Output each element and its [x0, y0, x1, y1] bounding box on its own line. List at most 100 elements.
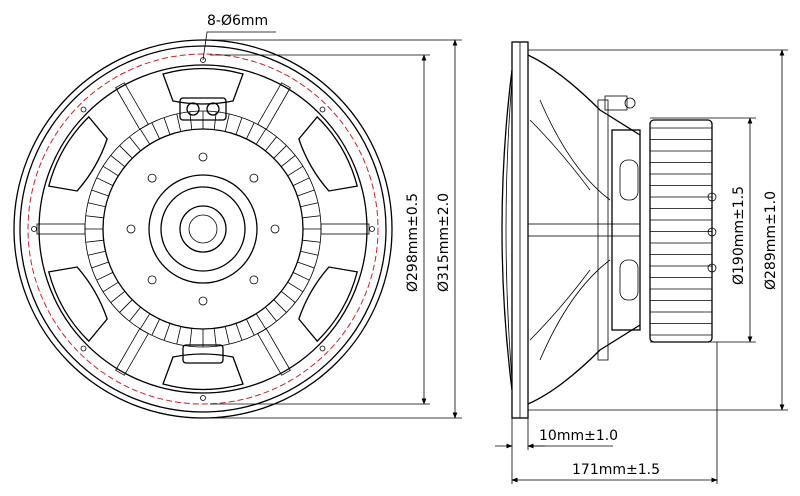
motor-hole	[249, 173, 259, 183]
window-cutout	[298, 115, 359, 192]
mount-hole	[31, 226, 37, 232]
motor-hole	[198, 152, 208, 162]
overall-depth-label: 171mm±1.5	[572, 462, 660, 478]
spoke	[257, 328, 291, 376]
mount-hole	[369, 226, 375, 232]
teeth-inner	[102, 128, 304, 330]
cooling-tooth	[176, 113, 182, 132]
mount-holes-label: 8-Ø6mm	[207, 13, 268, 29]
basket-bottom	[527, 324, 641, 405]
cooling-tooth	[139, 313, 151, 330]
cooling-tooth	[302, 215, 321, 219]
side-view	[501, 41, 717, 419]
mount-hole	[80, 106, 87, 113]
cooling-tooth	[85, 239, 104, 243]
cooling-tooth	[176, 326, 182, 345]
bolt-circle	[27, 53, 379, 405]
mount-hole	[200, 395, 206, 401]
pole-plate	[148, 174, 258, 284]
side-dimensions	[495, 49, 788, 484]
baffle-diameter-label: Ø298mm±0.5	[405, 193, 421, 292]
motor-hole	[249, 275, 259, 285]
window-cutout	[47, 266, 108, 343]
cooling-tooth	[87, 250, 106, 256]
cooling-tooth	[91, 189, 109, 197]
cooling-tooth	[235, 323, 243, 341]
window-cutout	[47, 115, 108, 192]
cooling-tooth	[119, 299, 133, 313]
cooling-tooth	[119, 145, 133, 159]
cooling-tooth	[273, 299, 287, 313]
cooling-tooth	[292, 272, 310, 281]
voice-coil-ring	[160, 186, 246, 272]
cooling-tooth	[102, 281, 119, 293]
spoke	[115, 82, 149, 130]
cooling-tooth	[96, 177, 114, 186]
cooling-tooth	[85, 215, 104, 219]
magnet-diameter-label: Ø190mm±1.5	[731, 186, 747, 285]
cooling-tooth	[129, 136, 141, 152]
window-cutout	[298, 266, 359, 343]
cooling-tooth	[265, 306, 277, 322]
surround	[501, 69, 513, 391]
frame-ring	[38, 64, 368, 394]
window-cutout	[162, 353, 244, 391]
cooling-tooth	[297, 261, 315, 269]
cooling-tooth	[300, 202, 319, 208]
cooling-tooth	[110, 291, 126, 303]
cooling-tooth	[129, 306, 141, 322]
cooling-tooth	[246, 318, 255, 336]
cooling-tooth	[189, 328, 193, 347]
cooling-tooth	[151, 318, 160, 336]
motor-plate	[611, 129, 641, 331]
cooling-tooth	[302, 239, 321, 243]
cooling-tooth	[246, 122, 255, 140]
magnet	[649, 119, 713, 343]
motor-hole	[147, 173, 157, 183]
mount-hole	[319, 106, 326, 113]
cooling-tooth	[297, 189, 315, 197]
basket-top	[527, 54, 641, 136]
motor-hole	[270, 224, 280, 234]
cooling-tooth	[280, 291, 296, 303]
cooling-tooth	[139, 128, 151, 145]
mount-hole	[80, 345, 87, 352]
dust-cap	[179, 205, 227, 253]
cooling-tooth	[300, 250, 319, 256]
vent	[188, 214, 218, 244]
cooling-tooth	[96, 272, 114, 281]
cooling-tooth	[87, 202, 106, 208]
cooling-tooth	[224, 113, 230, 132]
cooling-tooth	[102, 165, 119, 177]
cooling-tooth	[163, 323, 171, 341]
teeth-outer	[84, 110, 322, 348]
front-dimensions	[203, 39, 462, 419]
motor-hole	[198, 296, 208, 306]
cooling-tooth	[280, 155, 296, 167]
cooling-tooth	[224, 326, 230, 345]
front-view	[13, 39, 393, 419]
spoke	[36, 223, 86, 235]
cooling-tooth	[265, 136, 277, 152]
motor-hole	[126, 224, 136, 234]
basket-diameter-label: Ø289mm±1.0	[763, 191, 779, 290]
mount-hole-leader	[202, 31, 276, 61]
terminal-bottom	[182, 344, 224, 364]
spoke	[257, 82, 291, 130]
flange-thickness-label: 10mm±1.0	[539, 428, 618, 444]
cooling-tooth	[163, 117, 171, 135]
cooling-tooth	[287, 281, 304, 293]
cooling-tooth	[213, 328, 217, 347]
cooling-tooth	[292, 177, 310, 186]
cooling-tooth	[255, 313, 267, 330]
spoke	[115, 328, 149, 376]
motor-hole	[147, 275, 157, 285]
cooling-tooth	[151, 122, 160, 140]
cooling-tooth	[255, 128, 267, 145]
mount-hole	[319, 345, 326, 352]
rim-inner	[19, 45, 387, 413]
side-spoke	[527, 223, 641, 237]
side-terminal	[604, 95, 636, 111]
outer-rim	[13, 39, 393, 419]
